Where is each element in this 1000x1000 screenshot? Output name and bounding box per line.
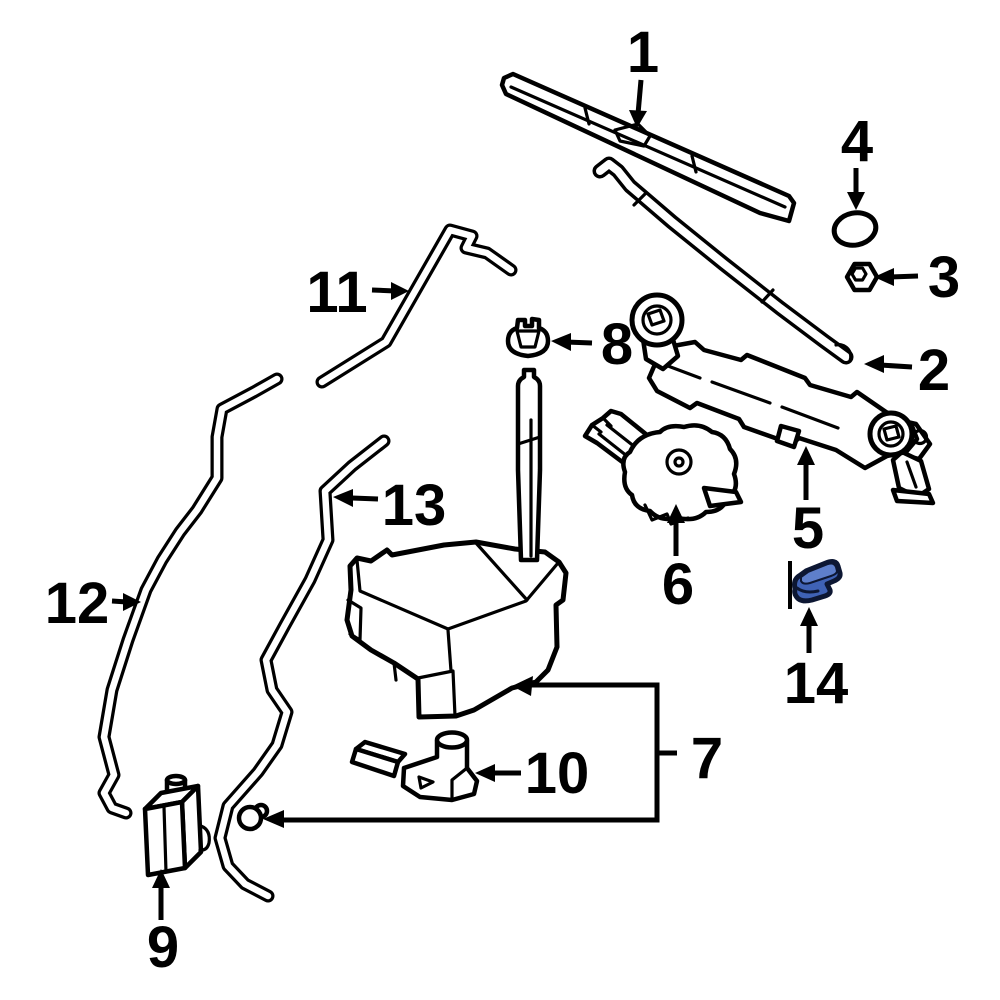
wiper-linkage[interactable] xyxy=(629,292,936,506)
reservoir-grommet[interactable] xyxy=(505,316,551,359)
callout-6[interactable]: 6 xyxy=(662,504,694,617)
callout-label-7: 7 xyxy=(691,726,723,791)
callout-9[interactable]: 9 xyxy=(147,869,179,980)
callout-10[interactable]: 10 xyxy=(475,741,589,806)
callout-7[interactable]: 7 xyxy=(691,726,723,791)
callout-label-10: 10 xyxy=(525,741,590,806)
callout-label-14: 14 xyxy=(784,651,849,716)
washer-nozzle[interactable] xyxy=(788,559,843,609)
callout-8[interactable]: 8 xyxy=(551,312,633,377)
callout-14[interactable]: 14 xyxy=(784,607,849,716)
callout-label-3: 3 xyxy=(928,245,960,310)
callout-label-5: 5 xyxy=(792,496,824,561)
callout-3[interactable]: 3 xyxy=(874,245,960,310)
callout-label-9: 9 xyxy=(147,915,179,980)
hose-grommet[interactable] xyxy=(236,802,270,832)
callout-5[interactable]: 5 xyxy=(792,446,824,561)
reservoir-filler-neck[interactable] xyxy=(515,367,543,563)
callout-label-2: 2 xyxy=(918,338,950,403)
callout-label-11: 11 xyxy=(306,260,367,325)
callout-label-4: 4 xyxy=(841,109,873,174)
callout-bracket-7 xyxy=(263,676,677,828)
wiper-arm-nut[interactable] xyxy=(844,261,880,293)
callout-4[interactable]: 4 xyxy=(841,109,873,210)
callout-1[interactable]: 1 xyxy=(627,20,659,128)
callout-2[interactable]: 2 xyxy=(864,338,950,403)
wiper-arm[interactable] xyxy=(592,156,854,365)
washer-hose-left[interactable] xyxy=(97,372,284,820)
callout-label-8: 8 xyxy=(601,312,633,377)
washer-hose-center[interactable] xyxy=(213,434,391,903)
pivot-cap[interactable] xyxy=(831,209,879,249)
callout-11[interactable]: 11 xyxy=(306,260,409,325)
washer-hose-upper[interactable] xyxy=(315,223,518,389)
callout-label-13: 13 xyxy=(382,473,447,538)
washer-reservoir[interactable] xyxy=(344,539,569,720)
washer-fluid-level-sensor[interactable] xyxy=(142,773,211,878)
callout-12[interactable]: 12 xyxy=(45,571,141,636)
washer-pump[interactable] xyxy=(349,730,480,803)
callout-label-12: 12 xyxy=(45,571,110,636)
callout-label-6: 6 xyxy=(662,552,694,617)
callout-label-1: 1 xyxy=(627,20,659,85)
wiper-motor[interactable] xyxy=(582,408,744,526)
wiper-blade[interactable] xyxy=(499,71,797,224)
callout-13[interactable]: 13 xyxy=(333,473,446,538)
